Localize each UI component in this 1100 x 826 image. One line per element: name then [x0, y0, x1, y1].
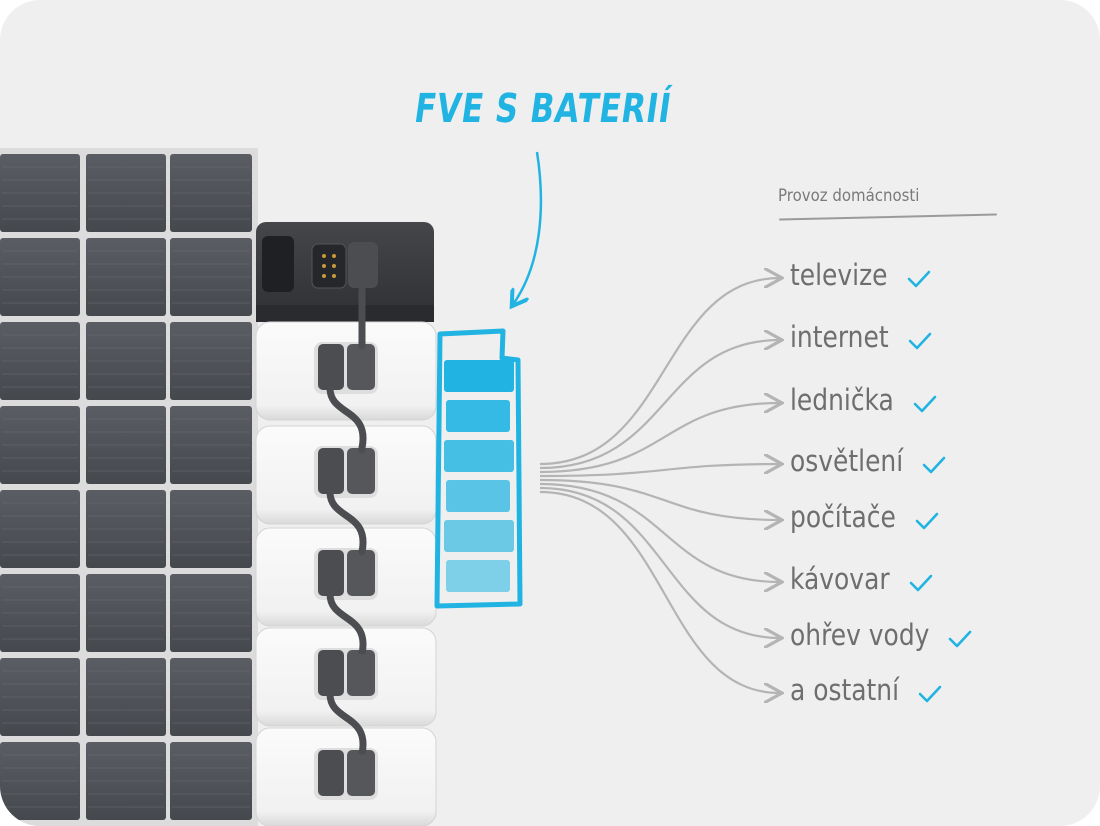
solar-cell — [86, 658, 166, 736]
usage-item-label: televize — [790, 258, 888, 292]
solar-cell — [0, 490, 80, 568]
solar-cells — [0, 154, 252, 820]
usage-item-label: kávovar — [790, 562, 890, 596]
solar-cell — [170, 490, 252, 568]
battery-level-icon — [434, 328, 523, 609]
usage-item-label: lednička — [790, 383, 894, 417]
check-icon — [949, 630, 972, 648]
port-pins — [322, 254, 336, 278]
battery-module — [255, 727, 437, 826]
arrow-icon — [539, 464, 780, 478]
usage-item: televize — [790, 258, 930, 292]
check-icon — [915, 512, 939, 530]
check-icon — [907, 270, 930, 288]
solar-cell — [170, 154, 252, 232]
solar-cell — [170, 238, 252, 316]
battery-module — [255, 527, 437, 627]
battery-module — [255, 321, 437, 421]
battery-stack — [255, 222, 437, 826]
solar-cell — [86, 154, 166, 232]
usage-item-label: internet — [790, 320, 889, 354]
check-icon — [908, 332, 931, 350]
usage-item-label: osvětlení — [790, 444, 904, 478]
arrow-icon — [539, 482, 780, 582]
solar-cell — [86, 238, 166, 316]
solar-cell — [86, 490, 166, 568]
usage-arrows — [539, 278, 780, 693]
solar-cell — [0, 238, 80, 316]
battery-bar — [446, 400, 510, 432]
usage-item: počítače — [790, 500, 939, 534]
battery-bars — [444, 360, 514, 592]
solar-panel — [0, 148, 258, 826]
usage-header: Provoz domácnosti — [778, 186, 920, 206]
solar-cell — [0, 322, 80, 400]
arrow-icon — [539, 403, 780, 474]
arrow-icon — [539, 486, 780, 638]
solar-cell — [86, 406, 166, 484]
battery-bar — [444, 440, 514, 472]
usage-item: internet — [790, 320, 931, 354]
solar-cell — [86, 574, 166, 652]
solar-cell — [0, 406, 80, 484]
check-icon — [913, 395, 937, 413]
usage-item-label: a ostatní — [790, 673, 900, 707]
battery-bar — [444, 360, 514, 392]
solar-cell — [170, 574, 252, 652]
usage-item: osvětlení — [790, 444, 946, 478]
solar-cell — [86, 742, 166, 820]
usage-item: a ostatní — [790, 673, 942, 707]
battery-bar — [444, 520, 514, 552]
solar-cell — [170, 406, 252, 484]
usage-item: ohřev vody — [790, 618, 972, 652]
arrow-icon — [539, 278, 780, 466]
solar-cell — [0, 742, 80, 820]
diagram-title: FVE S BATERIÍ — [411, 86, 675, 132]
controller-unit — [256, 222, 434, 322]
check-icon — [922, 456, 946, 474]
battery-modules — [255, 321, 437, 826]
solar-cell — [170, 742, 252, 820]
solar-cell — [170, 322, 252, 400]
usage-item: kávovar — [790, 562, 932, 596]
solar-cell — [0, 658, 80, 736]
usage-item: lednička — [790, 383, 937, 417]
usage-item-label: ohřev vody — [790, 618, 930, 652]
battery-bar — [446, 480, 510, 512]
check-icon — [918, 685, 942, 703]
solar-cell — [0, 154, 80, 232]
solar-cell — [0, 574, 80, 652]
arrow-icon — [539, 340, 780, 470]
battery-module — [255, 425, 437, 525]
check-icon — [909, 574, 932, 592]
usage-item-label: počítače — [790, 500, 896, 534]
battery-module — [255, 627, 437, 727]
arrow-icon — [539, 478, 780, 520]
solar-cell — [86, 322, 166, 400]
title-arrow-icon — [514, 151, 543, 303]
battery-bar — [446, 560, 510, 592]
arrow-icon — [539, 490, 780, 693]
battery-cable — [326, 286, 367, 756]
solar-cell — [170, 658, 252, 736]
